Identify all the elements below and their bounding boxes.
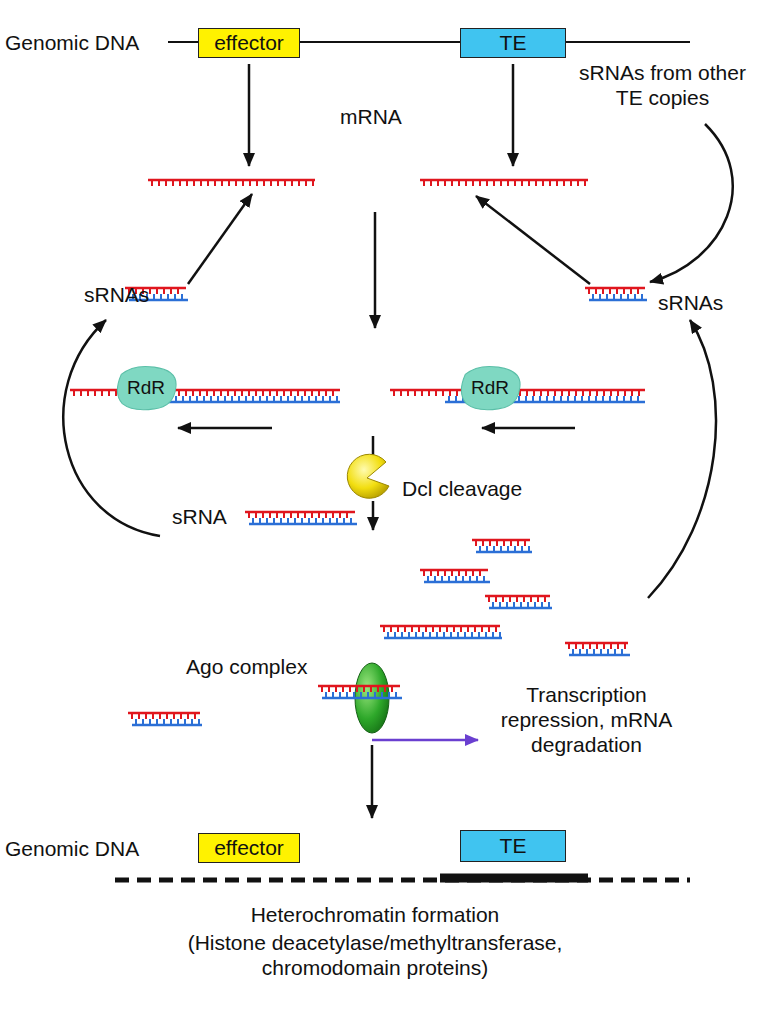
targeting-arrow [476,196,590,284]
heterochromatin-solid [440,874,588,883]
curved-arrow [650,124,733,282]
rdr-enzyme: RdR [113,364,179,412]
transcription-arrow [248,64,251,166]
targeting-arrow [188,194,252,284]
dicer-pacman [347,454,389,498]
gene-label: TE [500,834,527,858]
dicer-label: Dcl cleavage [402,476,522,501]
flow-arrow [371,745,374,818]
rna-strand [318,685,400,688]
srna-label: sRNA [172,504,227,529]
source-note: sRNAs from other TE copies [575,60,750,110]
rna-strand [589,299,647,302]
rna-strand [245,511,355,514]
heterochromatin-line [115,878,690,883]
base-ticks [476,540,525,546]
rdr-blob-shape [117,366,176,409]
effector-gene-box: effector [198,28,300,58]
rna-strands [70,180,647,725]
heterochromatin-detail: (Histone deacetylase/methyltransferase, … [140,930,610,980]
base-ticks [384,626,496,632]
base-ticks [424,570,480,576]
flow-arrow [374,212,377,328]
srna-label: sRNAs [658,290,723,315]
base-ticks [573,649,622,655]
transcription-arrow [512,64,515,166]
rna-strand [569,654,630,657]
flow-arrow [372,436,375,456]
base-ticks [593,294,642,300]
rna-strand [585,287,645,290]
enzyme-label: RdR [127,377,165,399]
base-ticks [428,576,484,582]
rna-strand [472,539,530,542]
rna-strand [476,551,532,554]
synthesis-arrow [482,427,575,430]
base-ticks [424,180,585,186]
repression-arrow [372,739,478,742]
base-ticks [152,180,313,186]
mrna-label: mRNA [340,104,402,129]
base-ticks [326,692,396,698]
dna-label: Genomic DNA [5,30,139,55]
rdr-blob-shape [461,366,520,409]
base-ticks [589,288,638,294]
te-gene-box: TE [460,830,566,862]
gene-label: effector [214,836,284,860]
base-ticks [493,602,549,608]
base-ticks [136,719,199,725]
amplification-arrow [648,320,716,598]
base-ticks [253,518,351,524]
base-ticks [249,512,347,518]
base-ticks [322,686,392,692]
flow-arrow [372,501,375,530]
gene-label: effector [214,31,284,55]
dna-label: Genomic DNA [5,836,139,861]
base-ticks [74,390,333,396]
effector-gene-box: effector [198,833,300,863]
synthesis-arrow [178,427,272,430]
srna-label: sRNAs [84,282,149,307]
base-ticks [480,546,529,552]
rna-strand [70,389,340,392]
base-ticks [569,643,625,649]
amplification-arrow [63,320,160,536]
heterochromatin-title: Heterochromatin formation [140,902,610,927]
rdr-enzyme: RdR [457,364,523,412]
outcome-note: Transcription repression, mRNA degradati… [484,682,689,758]
base-ticks [132,713,195,719]
base-ticks [388,632,500,638]
gene-label: TE [500,31,527,55]
ago-label: Ago complex [186,654,307,679]
te-gene-box: TE [460,28,566,58]
enzyme-label: RdR [471,377,509,399]
base-ticks [489,596,545,602]
